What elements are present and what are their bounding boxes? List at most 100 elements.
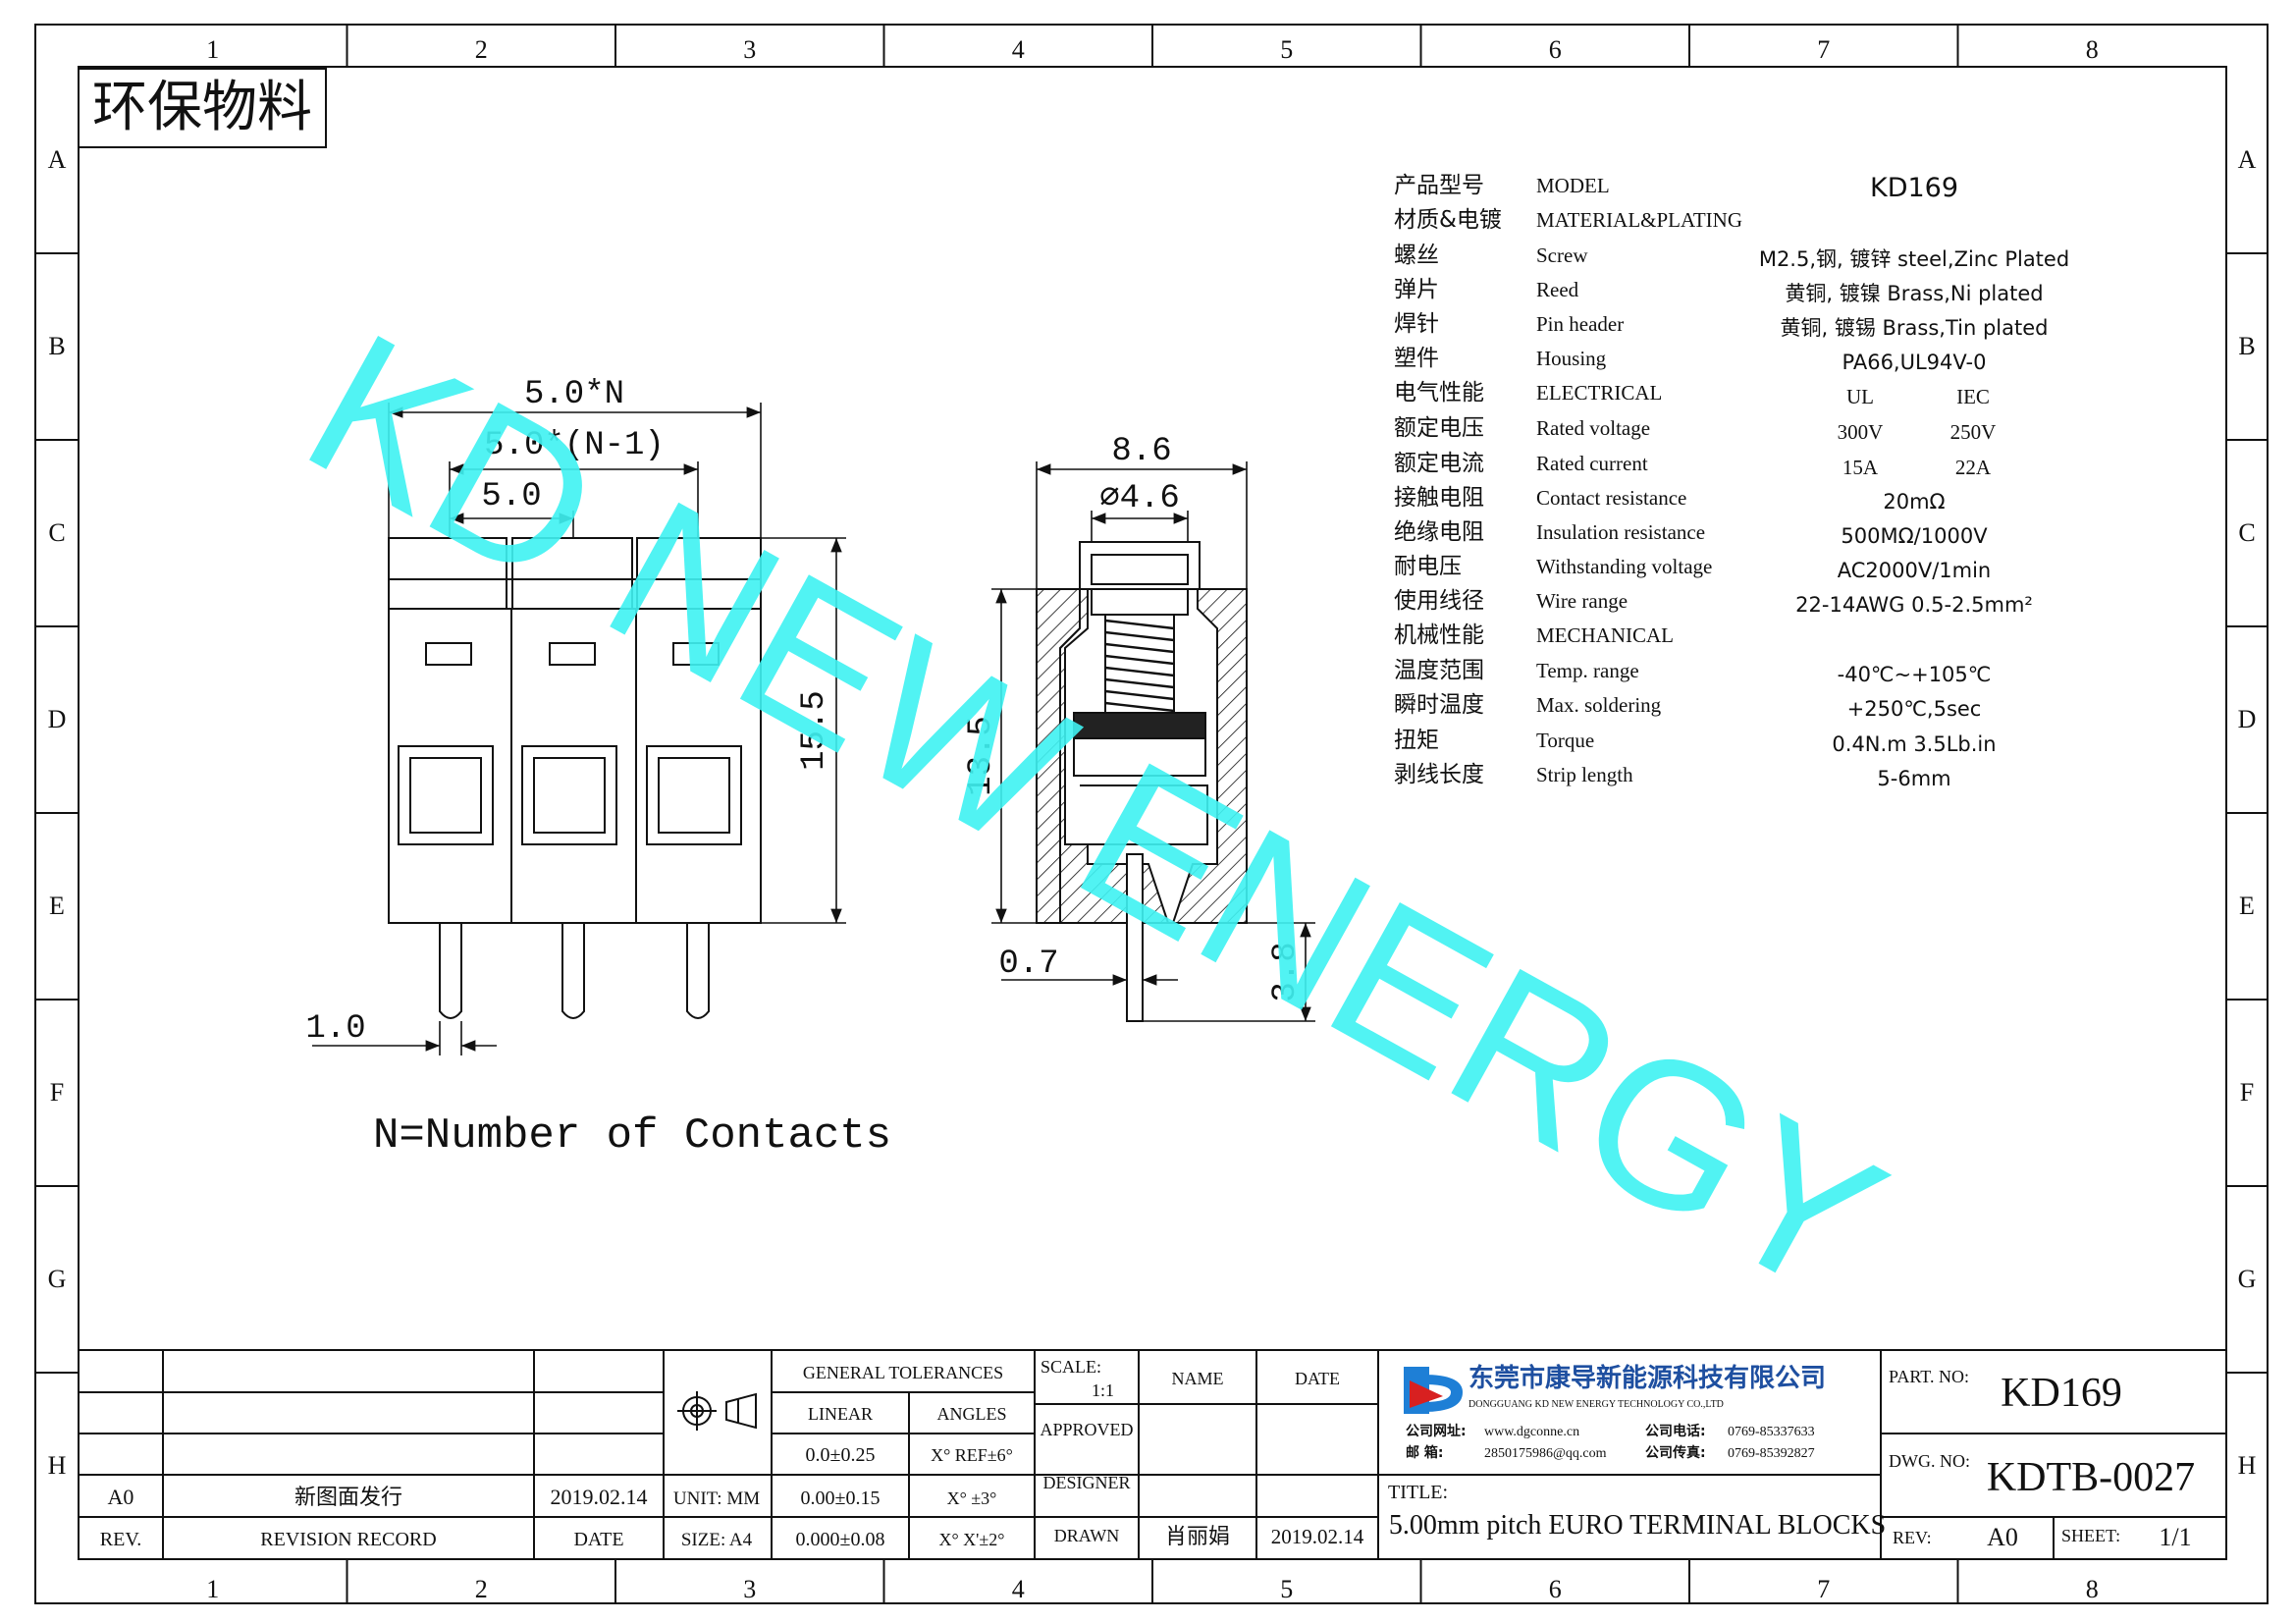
spec-row: 材质&电镀 MATERIAL&PLATING: [1394, 207, 1742, 233]
badge-text: 环保物料: [92, 76, 312, 139]
dim-side-height: 13.5: [963, 716, 1000, 796]
frame-col-label-bottom-8: 8: [2086, 1575, 2099, 1603]
rev2-label: REV:: [1893, 1528, 1932, 1547]
web-label: 公司网址:: [1406, 1423, 1467, 1439]
frame-row-label-right-B: B: [2238, 332, 2255, 360]
frame-row-label-left-F: F: [50, 1078, 64, 1107]
frame-row-label-right-A: A: [2238, 145, 2257, 174]
dwg-number: KDTB-0027: [1987, 1455, 2195, 1500]
dim-side-width: 8.6: [1111, 433, 1171, 470]
spec-label-en: Screw: [1536, 243, 1588, 267]
front-view: [388, 537, 762, 1019]
rev-record-label: REVISION RECORD: [260, 1529, 436, 1550]
spec-label-cn: 额定电压: [1394, 415, 1484, 441]
rev-label: REV.: [100, 1529, 141, 1550]
spec-label-en: Housing: [1536, 347, 1607, 370]
size-label: SIZE: A4: [681, 1530, 753, 1550]
frame-col-label-bottom-7: 7: [1817, 1575, 1830, 1603]
spec-value-ul: 15A: [1842, 456, 1879, 479]
spec-label-cn: 额定电流: [1394, 451, 1484, 476]
dim-screw-diameter: ⌀4.6: [1099, 480, 1180, 517]
company-name-en: DONGGUANG KD NEW ENERGY TECHNOLOGY CO.,L…: [1468, 1399, 1724, 1410]
angle-tol-1: X° REF±6°: [931, 1445, 1013, 1465]
angle-tol-3: X° X'±2°: [938, 1530, 1004, 1549]
rev-date-value: 2019.02.14: [551, 1485, 648, 1509]
side-screw-head: [1091, 588, 1189, 616]
part-label: PART. NO:: [1889, 1367, 1969, 1386]
sheet-label: SHEET:: [2061, 1526, 2120, 1545]
angle-tol-2: X° ±3°: [947, 1488, 997, 1508]
designer-label: DESIGNER: [1043, 1473, 1131, 1492]
drawn-date: 2019.02.14: [1271, 1525, 1364, 1548]
frame-row-label-right-E: E: [2239, 892, 2255, 920]
fax-value: 0769-85392827: [1728, 1446, 1815, 1461]
drawing-title: 5.00mm pitch EURO TERMINAL BLOCKS: [1389, 1510, 1886, 1541]
drawing-frame: [34, 24, 2269, 1604]
linear-tol-2: 0.00±0.15: [801, 1488, 881, 1509]
dwg-label: DWG. NO:: [1889, 1451, 1970, 1471]
mail-label: 邮 箱:: [1406, 1444, 1443, 1461]
spec-label-en: MODEL: [1536, 174, 1610, 197]
rev-record-value: 新图面发行: [294, 1486, 402, 1510]
spec-value: KD169: [1870, 173, 1958, 203]
date-label: DATE: [1295, 1369, 1340, 1388]
frame-col-label-top-6: 6: [1549, 35, 1562, 64]
drawn-label: DRAWN: [1054, 1526, 1120, 1545]
frame-col-label-top-5: 5: [1280, 35, 1293, 64]
spec-label-cn: 使用线径: [1394, 588, 1484, 614]
dim-pin-width: 1.0: [305, 1010, 365, 1048]
frame-row-label-left-H: H: [48, 1451, 67, 1480]
spec-label-en: Rated voltage: [1536, 416, 1650, 440]
spec-value: 500MΩ/1000V: [1841, 524, 1988, 548]
frame-col-label-top-8: 8: [2086, 35, 2099, 64]
spec-row: 产品型号 MODEL KD169: [1394, 173, 1958, 203]
spec-label-en: Rated current: [1536, 452, 1648, 475]
front-dimensions: [312, 403, 846, 1055]
rev-date-label: DATE: [573, 1529, 623, 1550]
spec-value: +250℃,5sec: [1847, 697, 1982, 721]
scale-label: SCALE:: [1041, 1357, 1101, 1377]
spec-label-en: Wire range: [1536, 589, 1628, 613]
spec-label-cn: 材质&电镀: [1394, 207, 1502, 233]
spec-label-cn: 产品型号: [1394, 173, 1484, 198]
web-value: www.dgconne.cn: [1484, 1425, 1579, 1439]
spec-row: 使用线径 Wire range 22-14AWG 0.5-2.5mm²: [1394, 588, 2033, 617]
frame-col-label-bottom-2: 2: [475, 1575, 488, 1603]
spec-label-en: Max. soldering: [1536, 693, 1662, 717]
spec-value: M2.5,钢, 镀锌 steel,Zinc Plated: [1759, 247, 2069, 271]
frame-row-label-left-A: A: [48, 145, 67, 174]
spec-value: 黄铜, 镀锡 Brass,Tin plated: [1780, 316, 2048, 340]
frame-col-label-bottom-1: 1: [206, 1575, 219, 1603]
frame-row-label-right-C: C: [2238, 518, 2255, 547]
frame-col-label-top-7: 7: [1817, 35, 1830, 64]
front-wire-entries: [398, 745, 742, 845]
frame-row-label-right-D: D: [2238, 705, 2257, 733]
linear-tol-1: 0.0±0.25: [806, 1444, 876, 1466]
rev2-value: A0: [1987, 1523, 2018, 1551]
spec-value-ul: 300V: [1838, 420, 1884, 444]
front-pins: [439, 923, 710, 1019]
dim-pitch: 5.0: [481, 478, 541, 515]
spec-label-cn: 耐电压: [1394, 554, 1462, 579]
spec-value: 黄铜, 镀镍 Brass,Ni plated: [1785, 282, 2043, 305]
scale-value: 1:1: [1092, 1380, 1114, 1400]
front-slot-2: [549, 642, 596, 666]
frame-row-label-left-C: C: [48, 518, 65, 547]
spec-value: 5-6mm: [1877, 767, 1950, 790]
spec-value: 22-14AWG 0.5-2.5mm²: [1795, 593, 2033, 617]
spec-label-cn: 温度范围: [1394, 658, 1484, 683]
spec-label-cn: 扭矩: [1394, 728, 1439, 753]
spec-value-iec: 22A: [1955, 456, 1992, 479]
spec-label-en: MATERIAL&PLATING: [1536, 208, 1742, 232]
unit-label: UNIT: MM: [673, 1488, 760, 1509]
frame-col-label-top-1: 1: [206, 35, 219, 64]
frame-row-label-left-E: E: [49, 892, 65, 920]
frame-col-label-bottom-5: 5: [1280, 1575, 1293, 1603]
